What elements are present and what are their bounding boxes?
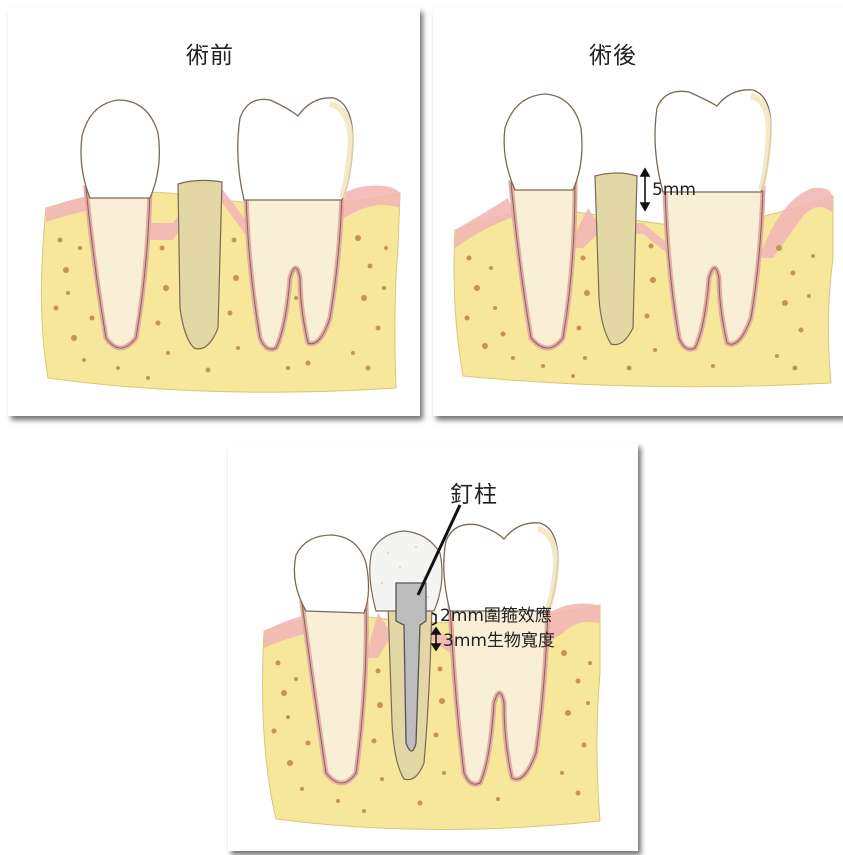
right-crown bbox=[238, 98, 353, 200]
panel-before: 術前 bbox=[8, 8, 420, 416]
right-crown bbox=[444, 523, 558, 611]
left-crown bbox=[81, 100, 159, 198]
post-illustration bbox=[228, 443, 638, 851]
right-crown bbox=[655, 90, 771, 192]
post-title: 釘柱 bbox=[450, 475, 498, 509]
after-title: 術後 bbox=[589, 36, 637, 70]
measure-label: 5mm bbox=[652, 180, 696, 200]
residual-root bbox=[595, 173, 637, 345]
left-crown bbox=[504, 94, 582, 190]
before-title: 術前 bbox=[186, 36, 234, 70]
panel-post: 釘柱 2mm圍箍效應 3mm生物寬度 bbox=[228, 443, 638, 851]
left-crown bbox=[294, 535, 368, 613]
ferrule-label: 2mm圍箍效應 bbox=[440, 601, 552, 626]
after-illustration bbox=[433, 8, 843, 416]
panel-after: 術後 5mm bbox=[433, 8, 843, 416]
measure-arrow bbox=[641, 169, 649, 210]
residual-root bbox=[178, 180, 222, 348]
biologic-width-label: 3mm生物寬度 bbox=[443, 626, 555, 651]
